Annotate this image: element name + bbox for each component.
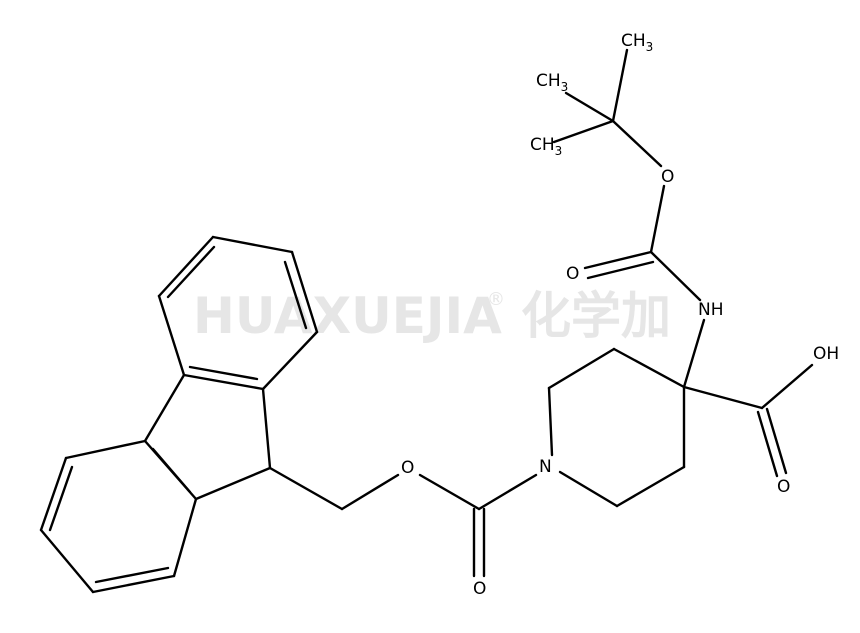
- bond: [477, 473, 538, 511]
- bond: [194, 466, 272, 501]
- atom-label-acid-hydroxyl: OH: [813, 344, 839, 364]
- bond: [649, 250, 702, 302]
- bond: [268, 466, 344, 511]
- bond: [615, 465, 686, 508]
- bond: [552, 119, 615, 144]
- atom-label-methyl-low: CH3: [530, 135, 562, 158]
- bond: [91, 574, 176, 594]
- atom-label-acid-carbonyl-oxygen: O: [777, 477, 790, 497]
- atom-label-carbonyl-oxygen-boc: O: [566, 264, 579, 284]
- atom-label-ester-oxygen-fmoc: O: [401, 458, 414, 478]
- bond: [64, 439, 147, 460]
- bond: [558, 470, 619, 508]
- bond: [143, 373, 186, 443]
- bond: [261, 330, 319, 391]
- bond: [611, 48, 629, 123]
- bond: [612, 347, 686, 389]
- bond-set: [39, 48, 814, 594]
- atom-label-carbonyl-oxygen-fmoc: O: [473, 579, 486, 599]
- bond: [211, 235, 294, 254]
- bond: [418, 473, 481, 511]
- bond: [166, 245, 216, 299]
- bond: [48, 465, 74, 532]
- bond: [583, 250, 653, 270]
- bond: [760, 363, 814, 410]
- bond: [39, 528, 95, 594]
- bond: [172, 497, 198, 578]
- watermark-brand-cjk: 化学加: [521, 287, 671, 345]
- atom-labels: CH3 CH3 CH3 O O NH OH O N O O: [401, 31, 839, 599]
- bond: [586, 260, 655, 280]
- bond: [765, 407, 788, 475]
- atom-label-amide-nh: NH: [698, 300, 724, 320]
- bond: [290, 250, 319, 334]
- bond: [261, 387, 272, 470]
- watermark-brand-latin: HUAXUEJIA: [193, 287, 502, 345]
- bond: [756, 410, 779, 478]
- bond: [340, 473, 400, 511]
- bond: [682, 385, 764, 410]
- bond: [182, 373, 265, 391]
- bond: [547, 347, 616, 390]
- atom-label-methyl-top: CH3: [621, 31, 653, 54]
- bond: [682, 318, 706, 389]
- bond: [39, 456, 68, 532]
- atom-label-ester-oxygen-boc: O: [661, 167, 674, 187]
- bond: [611, 119, 663, 168]
- watermark: HUAXUEJIA ® 化学加: [193, 287, 671, 345]
- bond: [157, 294, 186, 377]
- bond: [283, 260, 308, 330]
- watermark-registered-mark: ®: [487, 289, 505, 310]
- bond: [564, 91, 615, 123]
- bond: [157, 235, 215, 298]
- bond: [547, 386, 554, 457]
- atom-label-ring-nitrogen: N: [539, 457, 552, 477]
- atom-label-methyl-mid: CH3: [536, 71, 568, 94]
- bond: [188, 365, 259, 381]
- bond: [94, 566, 170, 584]
- bond: [151, 447, 192, 494]
- bond: [649, 184, 666, 254]
